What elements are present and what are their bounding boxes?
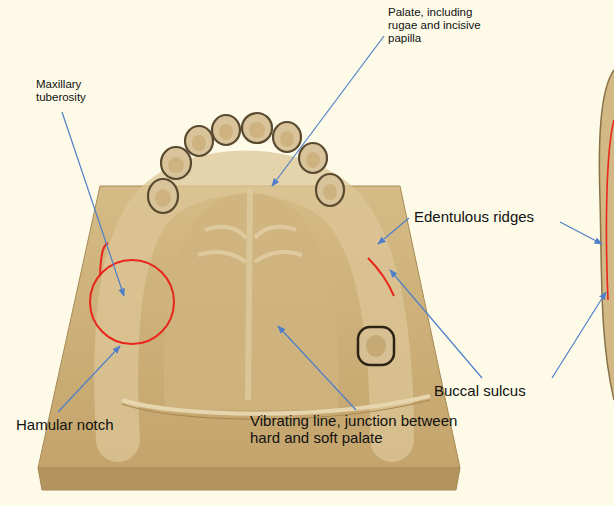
part-label: Edentulous ridges bbox=[414, 208, 564, 225]
ridge-marking bbox=[368, 258, 394, 296]
second-cast-marking bbox=[606, 120, 614, 300]
part-label: Hamular notch bbox=[16, 416, 146, 433]
part-label: Buccal sulcus bbox=[434, 382, 574, 399]
tuberosity-marking bbox=[90, 260, 174, 344]
rugae bbox=[198, 227, 302, 262]
posterior-tooth bbox=[358, 327, 394, 365]
posterior-tooth-cusp bbox=[366, 335, 386, 357]
ridge-marking bbox=[100, 243, 108, 275]
cast-front bbox=[38, 468, 460, 490]
midline-raphe bbox=[248, 190, 250, 400]
second-cast bbox=[599, 70, 614, 400]
leader-line bbox=[58, 36, 606, 412]
part-label: Palate, including rugae and incisive pap… bbox=[388, 6, 500, 46]
part-label: Vibrating line, junction between hard an… bbox=[250, 412, 475, 447]
edentulous-ridge bbox=[116, 173, 392, 441]
part-label: Maxillary tuberosity bbox=[36, 78, 108, 104]
vibrating-line bbox=[122, 396, 430, 414]
